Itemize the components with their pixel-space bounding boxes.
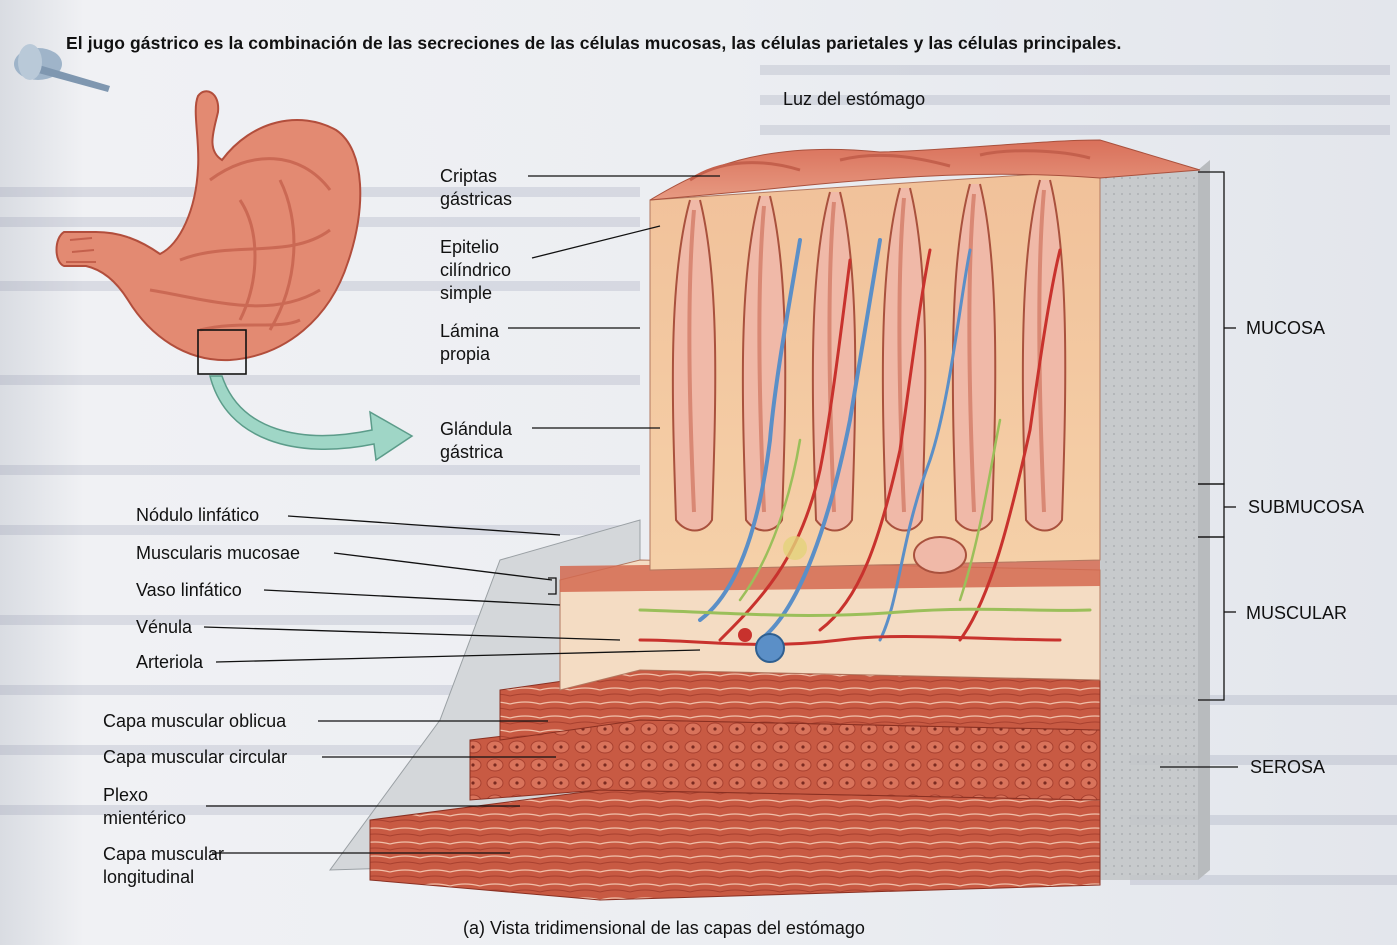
label-epitelio: Epitelio cilíndrico simple	[440, 236, 511, 305]
label-capa-circular: Capa muscular circular	[103, 746, 287, 769]
label-venula: Vénula	[136, 616, 192, 639]
label-epitelio-line1: Epitelio	[440, 236, 511, 259]
label-lamina-line1: Lámina	[440, 320, 499, 343]
label-capa-longitudinal: Capa muscular longitudinal	[103, 843, 224, 889]
label-glandula-line2: gástrica	[440, 441, 512, 464]
label-luz-estomago: Luz del estómago	[783, 88, 925, 111]
label-epitelio-line3: simple	[440, 282, 511, 305]
label-mucosa: MUCOSA	[1246, 317, 1325, 340]
label-criptas-line1: Criptas	[440, 165, 512, 188]
label-plexo-mienterico: Plexo mientérico	[103, 784, 186, 830]
page-title: El jugo gástrico es la combinación de la…	[66, 33, 1121, 54]
label-submucosa: SUBMUCOSA	[1248, 496, 1364, 519]
label-vaso-linfatico: Vaso linfático	[136, 579, 242, 602]
label-criptas-gastricas: Criptas gástricas	[440, 165, 512, 211]
label-serosa: SEROSA	[1250, 756, 1325, 779]
magnify-arrow-icon	[210, 376, 412, 460]
label-lamina-propia: Lámina propia	[440, 320, 499, 366]
label-muscularis-mucosae: Muscularis mucosae	[136, 542, 300, 565]
label-plexo-line2: mientérico	[103, 807, 186, 830]
label-glandula-gastrica: Glándula gástrica	[440, 418, 512, 464]
label-epitelio-line2: cilíndrico	[440, 259, 511, 282]
label-criptas-line2: gástricas	[440, 188, 512, 211]
label-muscular: MUSCULAR	[1246, 602, 1347, 625]
label-capa-oblicua: Capa muscular oblicua	[103, 710, 286, 733]
label-longitudinal-line1: Capa muscular	[103, 843, 224, 866]
figure-caption: (a) Vista tridimensional de las capas de…	[463, 918, 865, 939]
label-plexo-line1: Plexo	[103, 784, 186, 807]
label-nodulo-linfatico: Nódulo linfático	[136, 504, 259, 527]
label-glandula-line1: Glándula	[440, 418, 512, 441]
label-arteriola: Arteriola	[136, 651, 203, 674]
label-longitudinal-line2: longitudinal	[103, 866, 224, 889]
label-lamina-line2: propia	[440, 343, 499, 366]
